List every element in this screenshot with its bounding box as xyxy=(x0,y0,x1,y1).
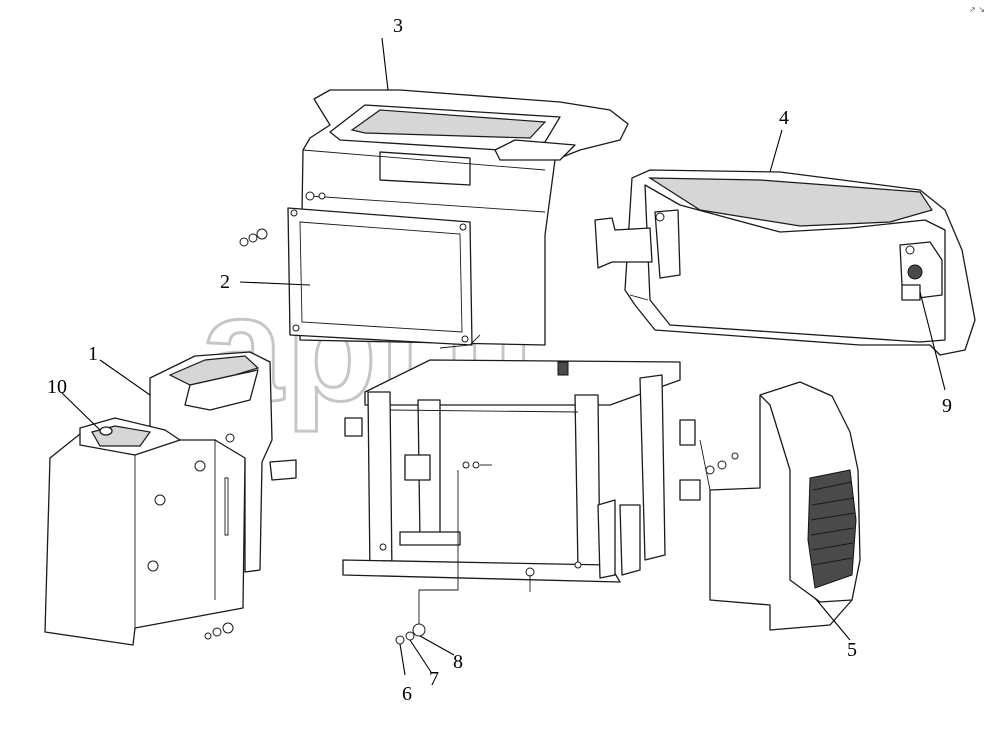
callout-6: 6 xyxy=(402,683,412,705)
part-5-right-grille-cover xyxy=(679,381,861,631)
part-2-panel-plate xyxy=(239,207,473,346)
callout-10: 10 xyxy=(47,376,67,398)
leader-lines xyxy=(61,37,946,676)
central-frame xyxy=(342,334,696,592)
callout-3: 3 xyxy=(393,15,403,37)
callout-labels: 3 4 2 1 10 9 5 8 7 6 xyxy=(47,15,952,705)
corner-mark: ↗ ↘ xyxy=(969,5,985,14)
callout-4: 4 xyxy=(779,107,789,129)
callout-9: 9 xyxy=(942,395,952,417)
part-1-left-cover xyxy=(44,351,297,646)
callout-7: 7 xyxy=(429,668,439,690)
callout-5: 5 xyxy=(847,639,857,661)
fasteners-6-7-8 xyxy=(395,470,459,645)
callout-2: 2 xyxy=(220,271,230,293)
callout-8: 8 xyxy=(453,651,463,673)
callout-1: 1 xyxy=(88,343,98,365)
part-4-rear-cover xyxy=(594,169,976,356)
